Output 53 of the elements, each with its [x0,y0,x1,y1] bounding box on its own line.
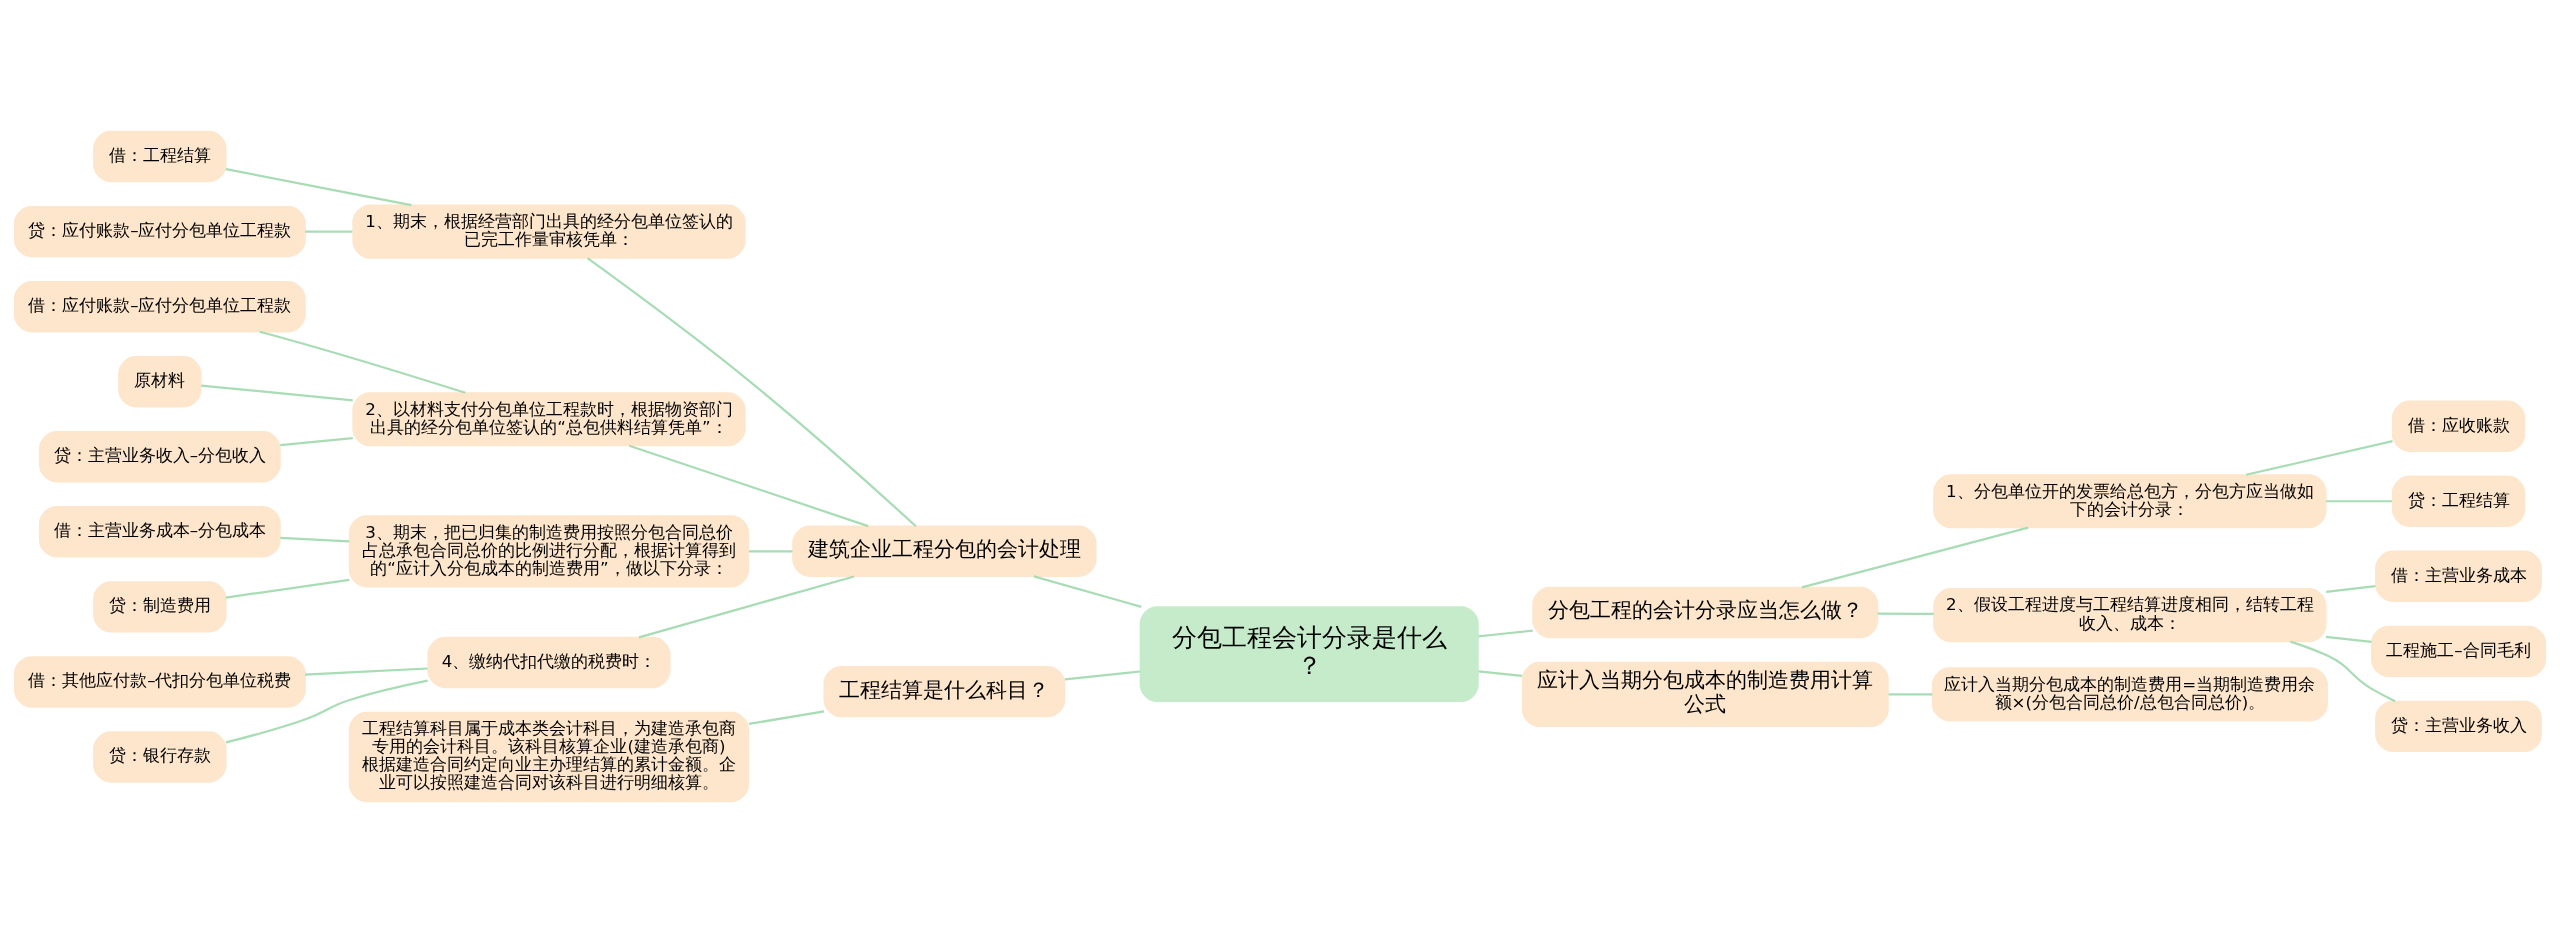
node-box: 借：应收账款 [2391,400,2526,452]
node-box: 建筑企业工程分包的会计处理 [792,525,1097,577]
node-box: 借：主营业务成本–分包成本 [38,506,281,558]
node-box: 分包工程的会计分录应当怎么做？ [1532,586,1879,639]
connector [305,667,428,676]
connector [1801,526,2029,589]
node-box: 贷：银行存款 [93,731,227,783]
node-box: 贷：制造费用 [93,581,227,633]
node-box: 2、假设工程进度与工程结算进度相同，结转工程收入、成本： [1933,588,2327,643]
node-box: 3、期末，把已归集的制造费用按照分包合同总价占总承包合同总价的比例进行分配，根据计算得到的“应计入分包成本的制造费用”，做以下分录： [348,515,750,588]
connector [2325,635,2372,643]
connector [305,230,353,233]
node-box: 借：应付账款–应付分包单位工程款 [13,280,306,333]
node-box: 原材料 [118,356,202,408]
node-box: 4、缴纳代扣代缴的税费时： [427,636,671,689]
node-box: 贷：主营业务收入–分包收入 [38,431,281,483]
node-box: 借：工程结算 [93,130,227,183]
connector [280,437,353,447]
node-box: 分包工程会计分录是什么？ [1139,606,1479,703]
connector [201,384,353,402]
connector [748,710,825,725]
node-box: 工程结算科目属于成本类会计科目，为建造承包商专用的会计科目。该科目核算企业(建造承包商)根据建造合同约定向业主办理结算的累计金额。企业可以按照建造合同对该科目进行明细核算。 [348,711,750,803]
connector [629,444,869,528]
node-box: 借：其他应付款–代扣分包单位税费 [13,656,306,708]
node-box: 贷：主营业务收入 [2375,700,2542,753]
node-box: 贷：工程结算 [2391,475,2526,527]
node-box: 借：主营业务成本 [2375,550,2542,602]
node-box: 工程施工–合同毛利 [2371,625,2547,678]
connector [225,168,412,207]
node-box: 2、以材料支付分包单位工程款时，根据物资部门出具的经分包单位签认的“总包供料结算凭单”： [352,392,746,447]
connector [586,257,917,528]
connector [2326,500,2393,503]
connector [280,536,350,543]
node-box: 1、期末，根据经营部门出具的经分包单位签认的已完工作量审核凭单： [352,204,746,259]
node-box: 1、分包单位开的发票给总包方，分包方应当做如下的会计分录： [1933,474,2327,529]
connector [1478,670,1523,677]
node-box: 应计入当期分包成本的制造费用=当期制造费用余额×(分包合同总价/总包合同总价)。 [1931,667,2328,722]
connector [2325,584,2376,594]
node-box: 应计入当期分包成本的制造费用计算公式 [1521,661,1889,728]
connector [2245,440,2393,476]
node-box: 工程结算是什么科目？ [823,665,1066,718]
connector [1478,629,1533,638]
connector [1033,575,1142,608]
connector [225,679,428,744]
connector [259,330,466,394]
connector [2290,640,2396,703]
connector [225,578,350,599]
connector [638,575,855,639]
connector [748,550,793,553]
connector [1888,693,1933,696]
node-box: 贷：应付账款–应付分包单位工程款 [13,205,306,258]
connector [1877,612,1934,616]
connector [1064,670,1141,681]
